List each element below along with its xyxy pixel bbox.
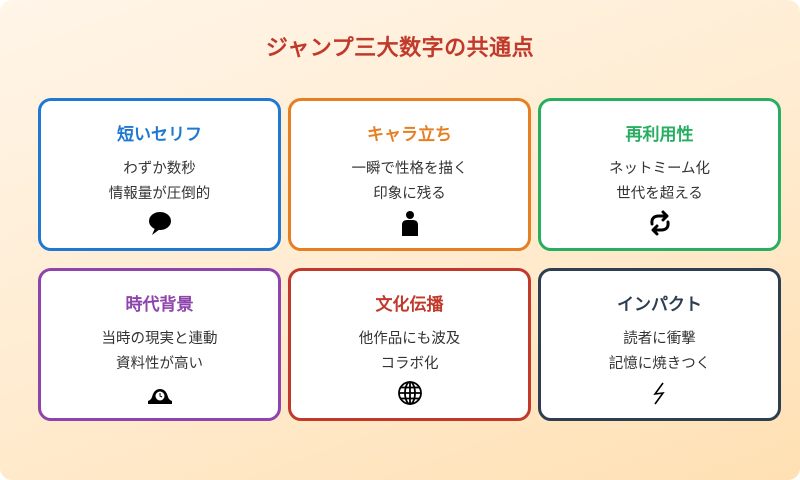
card-description: 一瞬で性格を描く 印象に残る — [291, 157, 528, 207]
card-desc-line: 一瞬で性格を描く — [351, 161, 468, 177]
card-character: キャラ立ち 一瞬で性格を描く 印象に残る — [288, 98, 531, 251]
person-icon — [397, 210, 423, 236]
globe-icon — [397, 380, 423, 406]
card-desc-line: コラボ化 — [380, 356, 439, 372]
card-description: 読者に衝撃 記憶に焼きつく — [541, 327, 778, 377]
card-desc-line: わずか数秒 — [123, 161, 196, 177]
card-short-lines: 短いセリフ わずか数秒 情報量が圧倒的 — [38, 98, 281, 251]
card-desc-line: 資料性が高い — [116, 356, 203, 372]
speech-bubble-icon — [147, 210, 173, 236]
card-title: 時代背景 — [125, 295, 194, 315]
card-description: 他作品にも波及 コラボ化 — [291, 327, 528, 377]
lightning-icon — [647, 380, 673, 406]
card-description: ネットミーム化 世代を超える — [541, 157, 778, 207]
card-era-background: 時代背景 当時の現実と連動 資料性が高い — [38, 268, 281, 421]
card-title: 文化伝播 — [375, 295, 444, 315]
recycle-arrows-icon — [647, 210, 673, 236]
card-desc-line: 当時の現実と連動 — [101, 331, 218, 347]
mantel-clock-icon — [147, 380, 173, 406]
card-desc-line: 世代を超える — [616, 186, 703, 202]
card-title: 短いセリフ — [117, 125, 202, 145]
card-desc-line: 記憶に焼きつく — [608, 356, 711, 372]
card-cultural-spread: 文化伝播 他作品にも波及 コラボ化 — [288, 268, 531, 421]
card-title: インパクト — [617, 295, 702, 315]
card-title: キャラ立ち — [367, 125, 452, 145]
card-desc-line: 他作品にも波及 — [358, 331, 461, 347]
card-description: わずか数秒 情報量が圧倒的 — [41, 157, 278, 207]
card-desc-line: 情報量が圧倒的 — [108, 186, 211, 202]
card-impact: インパクト 読者に衝撃 記憶に焼きつく — [538, 268, 781, 421]
card-desc-line: 読者に衝撃 — [623, 331, 696, 347]
diagram-title: ジャンプ三大数字の共通点 — [265, 36, 535, 61]
card-desc-line: ネットミーム化 — [608, 161, 711, 177]
card-desc-line: 印象に残る — [373, 186, 446, 202]
card-reusability: 再利用性 ネットミーム化 世代を超える — [538, 98, 781, 251]
card-title: 再利用性 — [625, 125, 694, 145]
card-description: 当時の現実と連動 資料性が高い — [41, 327, 278, 377]
